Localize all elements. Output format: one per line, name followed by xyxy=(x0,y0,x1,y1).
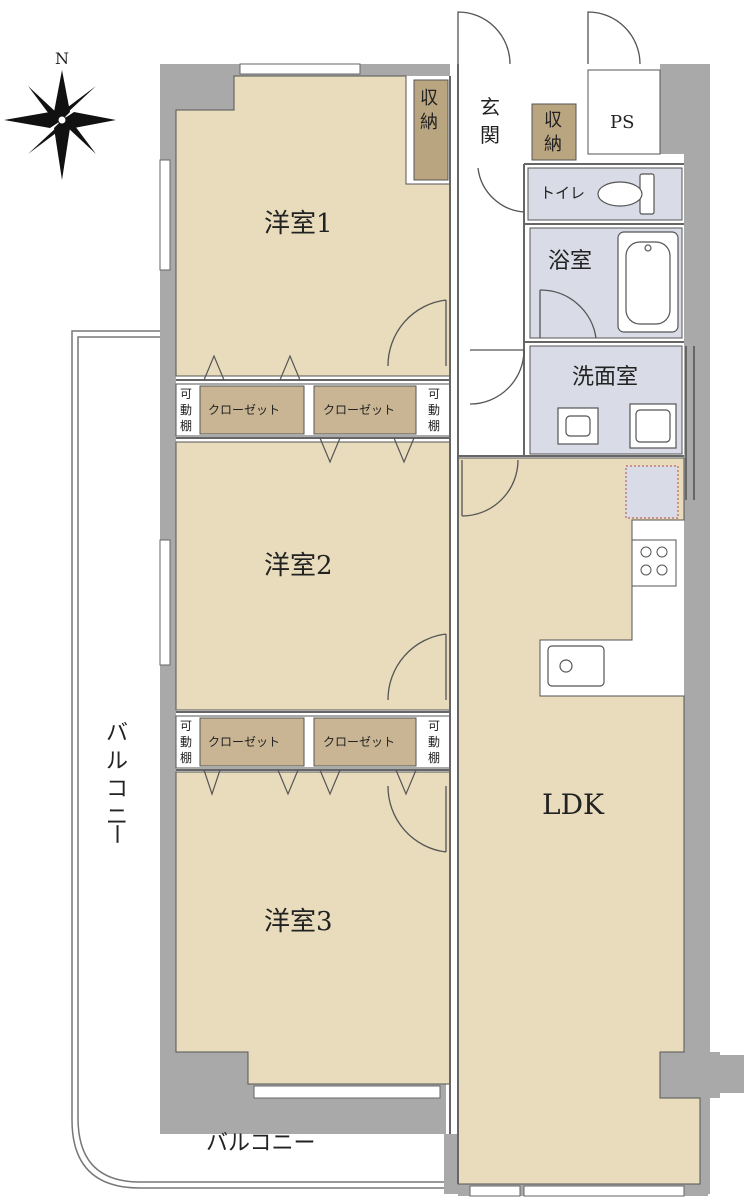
svg-text:ー: ー xyxy=(103,823,128,845)
svg-text:ニ: ニ xyxy=(106,805,128,830)
storage-left xyxy=(413,79,449,181)
svg-text:棚: 棚 xyxy=(180,750,192,765)
svg-text:動: 動 xyxy=(428,403,440,417)
storage-right xyxy=(531,103,577,161)
closet-1a xyxy=(199,385,305,435)
interior-walls xyxy=(176,64,695,1184)
ps-label: PS xyxy=(610,112,634,133)
entrance-label-1: 玄 xyxy=(480,95,500,119)
toilet-icon xyxy=(597,173,655,215)
entrance-label-2: 関 xyxy=(480,123,500,147)
ldk-floor xyxy=(457,457,701,1185)
bathtub-icon xyxy=(617,231,679,333)
svg-text:可: 可 xyxy=(180,719,192,733)
closet-2a-label: クローゼット xyxy=(208,735,280,749)
washroom-label: 洗面室 xyxy=(572,365,638,390)
svg-text:バ: バ xyxy=(106,721,128,746)
toilet-label: トイレ xyxy=(540,184,585,202)
svg-text:可: 可 xyxy=(180,387,192,401)
closet-1b-label: クローゼット xyxy=(323,403,395,417)
compass-north-label: N xyxy=(55,49,69,68)
kitchen-sink-icon xyxy=(547,645,605,687)
balcony-bottom-label: バルコニー xyxy=(206,1131,316,1156)
doors xyxy=(387,11,641,853)
movable-shelf-2b: 可 動 棚 xyxy=(428,719,440,765)
balcony-side-label: バ ル コ ニ ー xyxy=(103,721,128,845)
movable-shelf-2a: 可 動 棚 xyxy=(180,719,192,765)
movable-shelf-1a: 可 動 棚 xyxy=(180,387,192,433)
stove-icon xyxy=(631,539,677,587)
closet-door-marks xyxy=(203,354,417,796)
windows xyxy=(159,63,685,1197)
closet-1b xyxy=(313,385,417,435)
sink-icon xyxy=(557,407,599,445)
balcony-outline xyxy=(71,330,444,1189)
compass-rose: N xyxy=(4,49,116,180)
storage-right-label-1: 収 xyxy=(544,110,562,131)
storage-right-label-2: 納 xyxy=(544,134,562,155)
closet-2b-label: クローゼット xyxy=(323,735,395,749)
bath-label: 浴室 xyxy=(548,249,592,274)
svg-text:棚: 棚 xyxy=(428,418,440,433)
svg-text:コ: コ xyxy=(106,777,128,802)
ps-box xyxy=(587,69,661,155)
room-1-floor xyxy=(175,75,451,377)
storage-left-label-2: 納 xyxy=(420,112,438,133)
svg-text:動: 動 xyxy=(180,403,192,417)
svg-text:ル: ル xyxy=(106,749,128,774)
svg-text:動: 動 xyxy=(428,735,440,749)
svg-text:動: 動 xyxy=(180,735,192,749)
room-2-floor xyxy=(175,441,451,711)
closet-2a xyxy=(199,717,305,767)
svg-text:可: 可 xyxy=(428,387,440,401)
movable-shelf-1b: 可 動 棚 xyxy=(428,387,440,433)
refrigerator-space xyxy=(625,465,679,519)
room-2-label: 洋室2 xyxy=(264,551,333,581)
svg-text:棚: 棚 xyxy=(428,750,440,765)
room-3-label: 洋室3 xyxy=(264,907,333,937)
ldk-label: LDK xyxy=(542,788,605,821)
room-floors xyxy=(175,69,701,1185)
storage-left-label-1: 収 xyxy=(420,88,438,109)
svg-text:棚: 棚 xyxy=(180,418,192,433)
room-1-label: 洋室1 xyxy=(264,209,333,239)
closet-1a-label: クローゼット xyxy=(208,403,280,417)
washing-machine-icon xyxy=(629,403,677,449)
closet-2b xyxy=(313,717,417,767)
svg-text:可: 可 xyxy=(428,719,440,733)
